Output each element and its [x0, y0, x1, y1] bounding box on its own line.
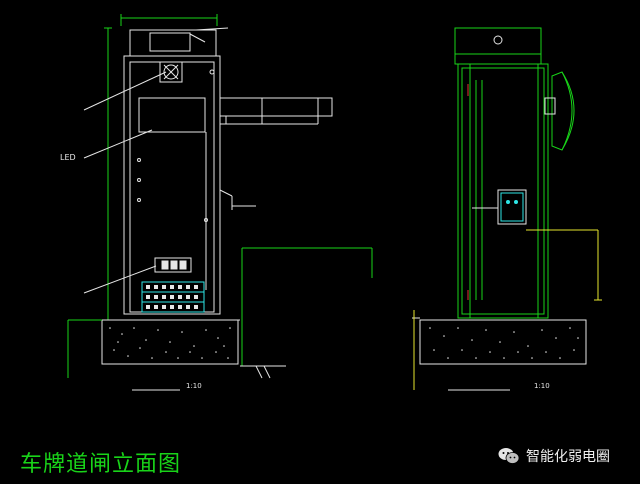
barrier-arm	[219, 97, 333, 117]
concrete-fill-right	[429, 327, 579, 359]
right-view	[412, 27, 602, 391]
side-body	[457, 63, 549, 319]
scale-left: 1:10	[186, 382, 202, 390]
cabinet-body	[123, 55, 221, 315]
left-view	[67, 14, 373, 391]
scale-right: 1:10	[534, 382, 550, 390]
label-led: LED	[60, 153, 76, 162]
watermark: 智能化弱电圈	[498, 446, 610, 466]
watermark-text: 智能化弱电圈	[526, 449, 610, 465]
annotations: LED 1:10 1:10	[60, 153, 550, 390]
foundation-left	[101, 319, 239, 365]
side-cap	[454, 27, 542, 55]
wechat-icon	[498, 448, 520, 464]
page-title: 车牌道闸立面图	[20, 452, 182, 477]
concrete-fill-left	[109, 327, 231, 359]
led-screen	[138, 97, 206, 133]
indicator-lamp	[154, 257, 192, 273]
foundation-right	[419, 319, 587, 365]
card-reader	[497, 189, 527, 225]
cabinet-cap	[129, 29, 217, 57]
fan-grille	[159, 61, 183, 83]
vent-grid	[141, 281, 205, 313]
